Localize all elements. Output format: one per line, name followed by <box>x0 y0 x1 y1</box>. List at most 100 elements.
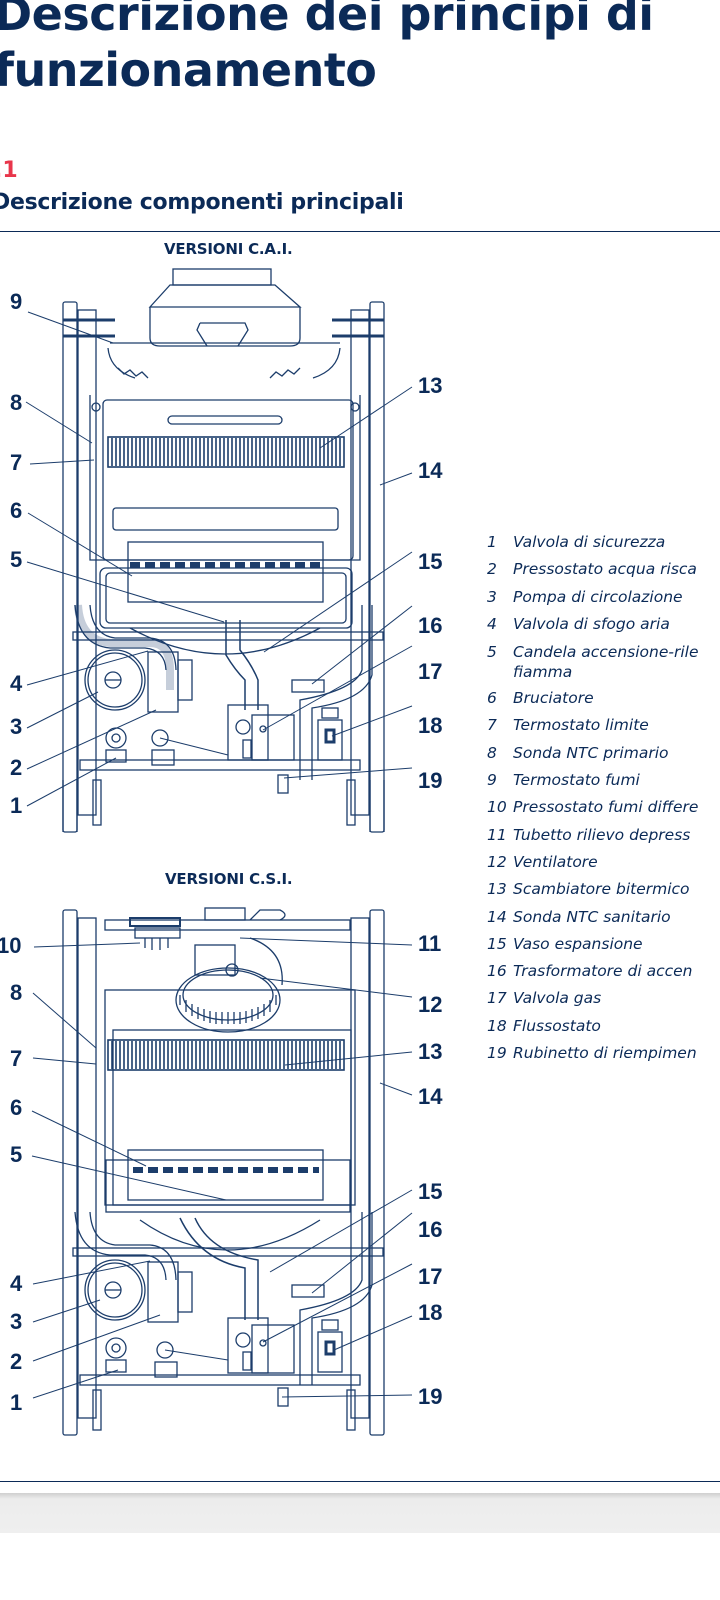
legend-label: Sonda NTC primario <box>513 743 669 762</box>
hydraulic-group <box>72 604 384 780</box>
heat-exchanger <box>107 1039 345 1071</box>
callout-label: 15 <box>418 1179 443 1204</box>
legend-item: 14 Sonda NTC sanitario <box>487 904 720 931</box>
callout-label: 15 <box>418 549 443 574</box>
callout-label: 8 <box>10 390 23 415</box>
callout-label: 13 <box>418 373 443 398</box>
callout-label: 19 <box>418 768 443 793</box>
diagram-caption-cai: VERSIONI C.A.I. <box>164 240 293 258</box>
callout-label: 5 <box>10 547 23 572</box>
legend-label: Sonda NTC sanitario <box>513 907 671 926</box>
legend-item: 2 Pressostato acqua risca <box>487 556 720 583</box>
legend-number: 4 <box>487 614 497 633</box>
wall-bracket-right <box>346 1389 356 1431</box>
differential-pressure-switch <box>134 927 181 950</box>
leader-lines <box>31 937 413 1399</box>
next-page-top <box>0 1533 720 1600</box>
legend-label: Valvola gas <box>513 989 602 1008</box>
wall-bracket-right <box>346 779 356 826</box>
callout-label: 14 <box>418 1084 443 1109</box>
callout-label: 17 <box>418 659 443 684</box>
burner <box>105 1149 351 1213</box>
safety-valve <box>105 727 175 766</box>
legend-item: 7 Termostato limite <box>487 712 720 739</box>
legend-item: 5 Candela accensione-rile fiamma <box>487 638 720 685</box>
callout-label: 6 <box>10 1095 23 1120</box>
legend-number: 19 <box>487 1044 507 1063</box>
legend-number: 12 <box>487 852 507 871</box>
wall-bracket-left <box>92 779 102 826</box>
flue-hood <box>107 268 341 379</box>
legend-number: 8 <box>487 743 497 762</box>
legend-number: 2 <box>487 560 497 579</box>
legend-label: Ventilatore <box>513 852 598 871</box>
legend-label: Tubetto rilievo depress <box>513 825 691 844</box>
legend-number: 17 <box>487 989 507 1008</box>
legend-number: 14 <box>487 907 507 926</box>
callout-label: 10 <box>0 933 22 958</box>
callout-label: 1 <box>10 1390 23 1415</box>
diagram-caption-csi: VERSIONI C.S.I. <box>165 870 293 888</box>
frame-right-rail <box>350 909 385 1436</box>
ignition-transformer <box>291 1284 325 1298</box>
callout-label: 17 <box>418 1264 443 1289</box>
callout-label: 16 <box>418 613 443 638</box>
legend-number: 18 <box>487 1016 507 1035</box>
baffle-plate <box>112 507 339 531</box>
legend-label: Valvola di sicurezza <box>513 533 666 551</box>
gas-valve <box>227 704 295 761</box>
legend-item: 12 Ventilatore <box>487 849 720 876</box>
legend-number: 5 <box>487 643 497 662</box>
callout-label: 16 <box>418 1217 443 1242</box>
legend-label: Candela accensione-rile fiamma <box>513 643 699 682</box>
flow-switch <box>317 1319 343 1373</box>
legend-label: Valvola di sfogo aria <box>513 614 670 633</box>
manual-page: Descrizione dei principi di funzionament… <box>0 0 720 1482</box>
leader-lines <box>25 311 413 807</box>
callout-label: 19 <box>418 1384 443 1409</box>
bottom-plate <box>79 1374 361 1386</box>
legend-number: 10 <box>487 798 507 817</box>
safety-valve <box>105 1337 178 1378</box>
legend-item: 4 Valvola di sfogo aria <box>487 611 720 638</box>
legend-label: Flussostato <box>513 1016 601 1035</box>
legend-label: Pressostato fumi differe <box>513 798 699 817</box>
heat-exchanger <box>107 436 345 468</box>
callout-label: 4 <box>10 1271 23 1296</box>
legend-item: 10 Pressostato fumi differe <box>487 794 720 821</box>
section-divider <box>0 231 720 232</box>
callout-label: 6 <box>10 498 23 523</box>
section-number: .1 <box>0 158 18 183</box>
legend-number: 11 <box>487 825 507 844</box>
page-gap <box>0 1493 720 1533</box>
section-title: Descrizione componenti principali <box>0 190 404 215</box>
callout-label: 2 <box>10 755 23 780</box>
circulation-pump <box>84 649 193 713</box>
callout-label: 18 <box>418 1300 443 1325</box>
legend-item: 8 Sonda NTC primario <box>487 740 720 767</box>
fill-tap <box>277 774 289 794</box>
frame-right-rail <box>332 301 385 833</box>
callout-label: 18 <box>418 713 443 738</box>
ignition-transformer <box>291 679 325 693</box>
fan <box>175 937 283 1033</box>
boiler-diagram-cai <box>25 268 413 833</box>
legend-label: Bruciatore <box>513 689 594 708</box>
legend-number: 13 <box>487 880 507 899</box>
legend-label: Termostato limite <box>513 716 649 735</box>
circulation-pump <box>84 1259 193 1323</box>
legend-number: 7 <box>487 716 497 735</box>
legend-number: 9 <box>487 771 497 790</box>
legend-label: Pressostato acqua risca <box>513 560 697 579</box>
callout-label: 7 <box>10 450 23 475</box>
legend-number: 15 <box>487 934 507 953</box>
legend-item: 18 Flussostato <box>487 1013 720 1040</box>
callout-label: 8 <box>10 980 23 1005</box>
hydraulic-group <box>72 1211 384 1385</box>
